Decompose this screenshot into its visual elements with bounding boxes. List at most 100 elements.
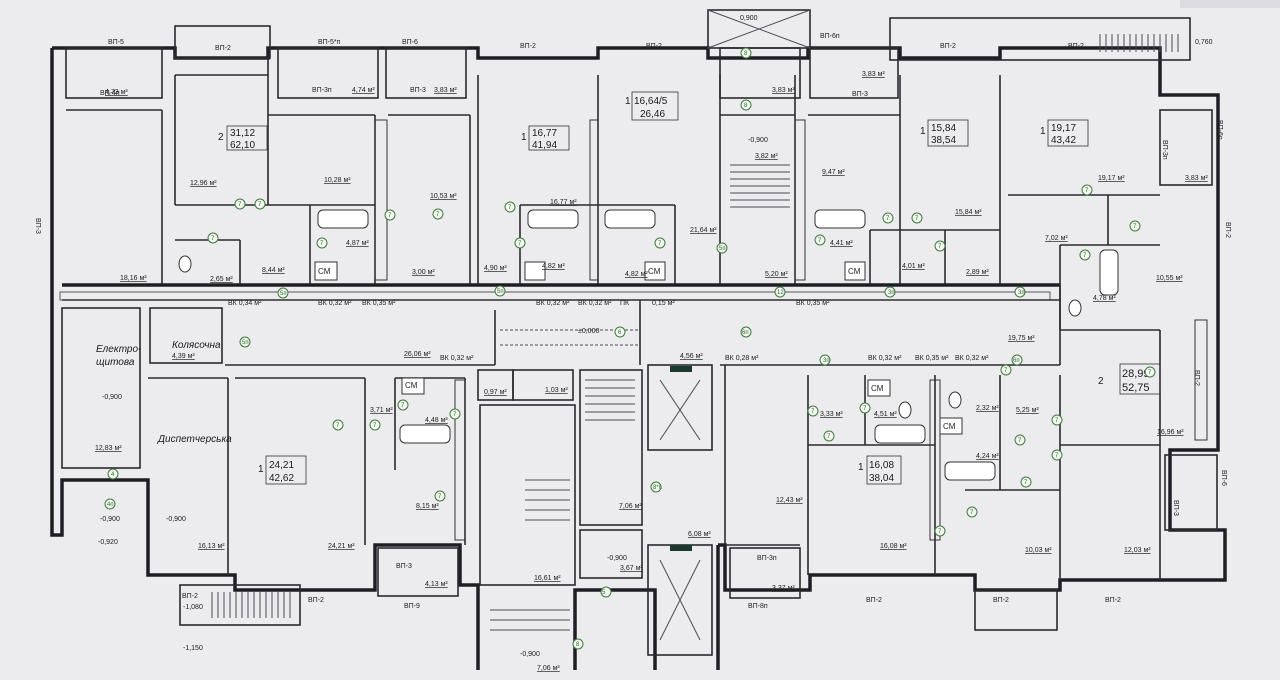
- area-label: 0,97 м²: [484, 389, 507, 396]
- door-markers: 7 7 7 7 7 7 7 7 7 7 7 7 7 7 7 7 5п 5п 12…: [104, 47, 1156, 650]
- area-label: 2,65 м²: [210, 276, 233, 283]
- vent-label: ВК 0,32 м²: [955, 355, 989, 362]
- area-label: 7,06 м²: [619, 503, 642, 510]
- apt-living: 16,64/5: [634, 96, 668, 107]
- balcony-label: ВП-2: [1224, 222, 1231, 238]
- svg-text:7: 7: [938, 529, 942, 535]
- svg-text:7: 7: [1085, 188, 1089, 194]
- balcony-label: ВП-3п: [1161, 140, 1168, 160]
- svg-text:7: 7: [453, 412, 457, 418]
- balcony-label: ВП-3п: [312, 87, 332, 94]
- apt-rooms: 1: [920, 126, 926, 137]
- room-name-stroller: Колясочна: [172, 340, 221, 351]
- cm-label: СМ: [871, 384, 884, 393]
- area-label: 4,74 м²: [352, 87, 375, 94]
- area-label: 16,96 м²: [1157, 429, 1184, 436]
- area-label: 8,15 м²: [416, 503, 439, 510]
- svg-text:7: 7: [518, 241, 522, 247]
- balcony-label: ВП-3п: [757, 555, 777, 562]
- svg-text:6п: 6п: [1013, 358, 1020, 364]
- balcony-label: ВП-2: [1068, 43, 1084, 50]
- apt-rooms: 1: [258, 464, 264, 475]
- area-label: 3,67 м²: [620, 565, 643, 572]
- apt-total: 43,42: [1051, 135, 1076, 146]
- balcony-label: ВП-2: [993, 597, 1009, 604]
- apt-living: 16,08: [869, 460, 894, 471]
- apt-living: 24,21: [269, 460, 294, 471]
- svg-text:7: 7: [1024, 480, 1028, 486]
- area-label: 4,82 м²: [542, 263, 565, 270]
- svg-text:7: 7: [1055, 418, 1059, 424]
- svg-text:8: 8: [744, 51, 748, 57]
- area-label: 4,82 м²: [625, 271, 648, 278]
- balcony-label: ВП-2: [1193, 370, 1200, 386]
- balcony-label: ВП-2: [1105, 597, 1121, 604]
- balcony-label: ВП-5*п: [318, 39, 341, 46]
- svg-text:7: 7: [508, 205, 512, 211]
- apt-living: 31,12: [230, 128, 255, 139]
- balcony-label: ВП-6: [1220, 470, 1227, 486]
- apt-total: 62,10: [230, 140, 255, 151]
- area-label: 8,44 м²: [262, 267, 285, 274]
- level-mark: -1,150: [183, 645, 203, 652]
- svg-text:7: 7: [336, 423, 340, 429]
- apt-living: 28,99: [1122, 368, 1150, 380]
- area-label: 19,75 м²: [1008, 335, 1035, 342]
- svg-text:12: 12: [777, 290, 784, 296]
- vent-label: 0,15 м²: [652, 300, 675, 307]
- apt-rooms: 2: [218, 132, 224, 143]
- area-label: 3,83 м²: [862, 71, 885, 78]
- apartment-tag: 1 16,77 41,94: [521, 125, 570, 151]
- svg-text:7: 7: [886, 216, 890, 222]
- svg-text:7: 7: [1018, 438, 1022, 444]
- balcony-label: ВП-3: [410, 87, 426, 94]
- balcony-label: ВП-6п: [1216, 120, 1223, 140]
- level-mark: -0,900: [166, 516, 186, 523]
- area-label: 9,47 м²: [822, 169, 845, 176]
- apartment-tag: 1 24,21 42,62: [258, 455, 307, 485]
- labels: ВП-5 ВП-2 ВП-5*п ВП-6 ВП-2 ВП-2 ВП-6п ВП…: [34, 15, 1231, 672]
- svg-text:7: 7: [818, 238, 822, 244]
- svg-text:7: 7: [211, 236, 215, 242]
- top-balconies: [65, 9, 1191, 99]
- vent-label: ВК 0,35 м²: [796, 300, 830, 307]
- vent-label: ВК 0,32 м²: [536, 300, 570, 307]
- area-label: 3,83 м²: [434, 87, 457, 94]
- apt-living: 15,84: [931, 123, 956, 134]
- balcony-steps-bottom: [211, 592, 291, 618]
- balcony-label: ВП-2: [215, 45, 231, 52]
- area-label: 5,20 м²: [765, 271, 788, 278]
- svg-text:6п: 6п: [742, 330, 749, 336]
- area-label: 1,03 м²: [545, 387, 568, 394]
- svg-text:3п: 3п: [1018, 290, 1025, 296]
- balcony-label: ВП-2: [308, 597, 324, 604]
- level-mark: 0,900: [740, 15, 758, 22]
- cm-label: СМ: [848, 267, 861, 276]
- svg-text:7: 7: [811, 409, 815, 415]
- area-label: 4,24 м²: [976, 453, 999, 460]
- vent-label: ВК 0,35 м²: [915, 355, 949, 362]
- area-label: 10,03 м²: [1025, 547, 1052, 554]
- apt-living: 16,77: [532, 128, 557, 139]
- balcony-label: ВП-3: [852, 91, 868, 98]
- svg-text:8: 8: [576, 642, 580, 648]
- apartment-tag: 2 31,12 62,10: [218, 125, 268, 151]
- svg-text:7: 7: [320, 241, 324, 247]
- vent-label: ВК 0,32 м²: [868, 355, 902, 362]
- apt-rooms: 2: [1098, 376, 1104, 387]
- apartment-tag: 1 16,08 38,04: [858, 455, 902, 485]
- area-label: 4,41 м²: [830, 240, 853, 247]
- balcony-steps-top: [1099, 34, 1179, 52]
- area-label: 3,33 м²: [820, 411, 843, 418]
- vent-label: ВК 0,35 м²: [362, 300, 396, 307]
- apartment-tag: 1 16,64/5 26,46: [625, 91, 679, 121]
- svg-text:4: 4: [111, 472, 115, 478]
- area-label: 15,84 м²: [955, 209, 982, 216]
- level-mark: -0,900: [748, 137, 768, 144]
- svg-text:6: 6: [618, 330, 622, 336]
- area-label: 12,43 м²: [776, 497, 803, 504]
- svg-text:7: 7: [401, 403, 405, 409]
- area-label: 16,13 м²: [198, 543, 225, 550]
- area-label: 4,39 м²: [172, 353, 195, 360]
